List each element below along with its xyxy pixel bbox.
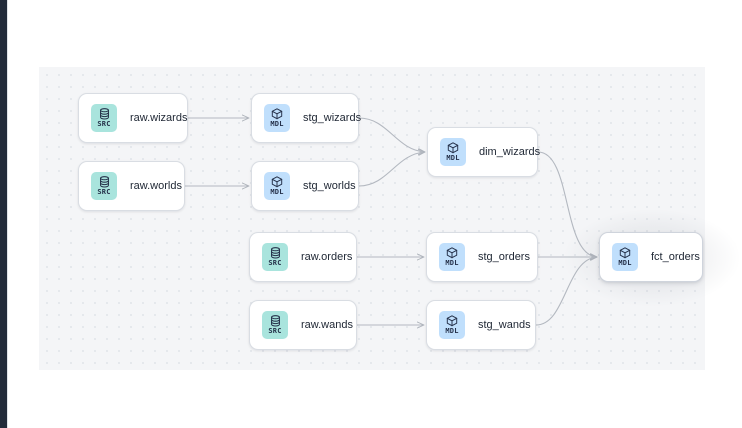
node-type-badge-mdl: MDL (439, 243, 465, 271)
sidebar-divider (7, 0, 8, 428)
cube-icon (446, 247, 458, 259)
node-type-badge-label: SRC (97, 188, 111, 196)
node-label: raw.wizards (130, 111, 188, 124)
node-label: raw.wands (301, 318, 353, 331)
cube-icon (271, 176, 283, 188)
node-type-badge-mdl: MDL (440, 138, 466, 166)
app-sidebar-rail (0, 0, 7, 428)
node-type-badge-label: SRC (97, 120, 111, 128)
cube-icon (447, 142, 459, 154)
node-label: dim_wizards (479, 145, 541, 158)
database-icon (270, 315, 281, 327)
database-icon (270, 247, 281, 259)
node-type-badge-label: MDL (270, 188, 284, 196)
node-type-badge-label: MDL (445, 259, 459, 267)
node-type-badge-src: SRC (262, 311, 288, 339)
node-type-badge-label: SRC (268, 259, 282, 267)
graph-node-raw_wands[interactable]: SRC raw.wands (249, 300, 357, 350)
node-type-badge-label: MDL (618, 259, 632, 267)
graph-node-stg_worlds[interactable]: MDL stg_worlds (251, 161, 359, 211)
node-type-badge-src: SRC (262, 243, 288, 271)
node-type-badge-mdl: MDL (439, 311, 465, 339)
node-type-badge-mdl: MDL (612, 243, 638, 271)
node-label: raw.orders (301, 250, 353, 263)
graph-node-stg_wizards[interactable]: MDL stg_wizards (251, 93, 362, 143)
node-label: fct_orders (651, 250, 700, 263)
node-type-badge-label: MDL (446, 154, 460, 162)
graph-node-raw_orders[interactable]: SRC raw.orders (249, 232, 357, 282)
node-label: stg_worlds (303, 179, 356, 192)
node-label: stg_wands (478, 318, 531, 331)
graph-node-dim_wizards[interactable]: MDL dim_wizards (427, 127, 541, 177)
node-label: stg_orders (478, 250, 530, 263)
database-icon (99, 176, 110, 188)
node-type-badge-src: SRC (91, 172, 117, 200)
node-type-badge-mdl: MDL (264, 104, 290, 132)
graph-node-fct_orders[interactable]: MDL fct_orders (599, 232, 703, 282)
node-type-badge-mdl: MDL (264, 172, 290, 200)
node-type-badge-label: MDL (445, 327, 459, 335)
cube-icon (619, 247, 631, 259)
graph-node-stg_orders[interactable]: MDL stg_orders (426, 232, 538, 282)
node-type-badge-src: SRC (91, 104, 117, 132)
cube-icon (271, 108, 283, 120)
graph-node-raw_wizards[interactable]: SRC raw.wizards (78, 93, 188, 143)
graph-node-raw_worlds[interactable]: SRC raw.worlds (78, 161, 185, 211)
node-label: stg_wizards (303, 111, 362, 124)
database-icon (99, 108, 110, 120)
node-type-badge-label: MDL (270, 120, 284, 128)
node-type-badge-label: SRC (268, 327, 282, 335)
node-label: raw.worlds (130, 179, 182, 192)
graph-node-stg_wands[interactable]: MDL stg_wands (426, 300, 536, 350)
cube-icon (446, 315, 458, 327)
